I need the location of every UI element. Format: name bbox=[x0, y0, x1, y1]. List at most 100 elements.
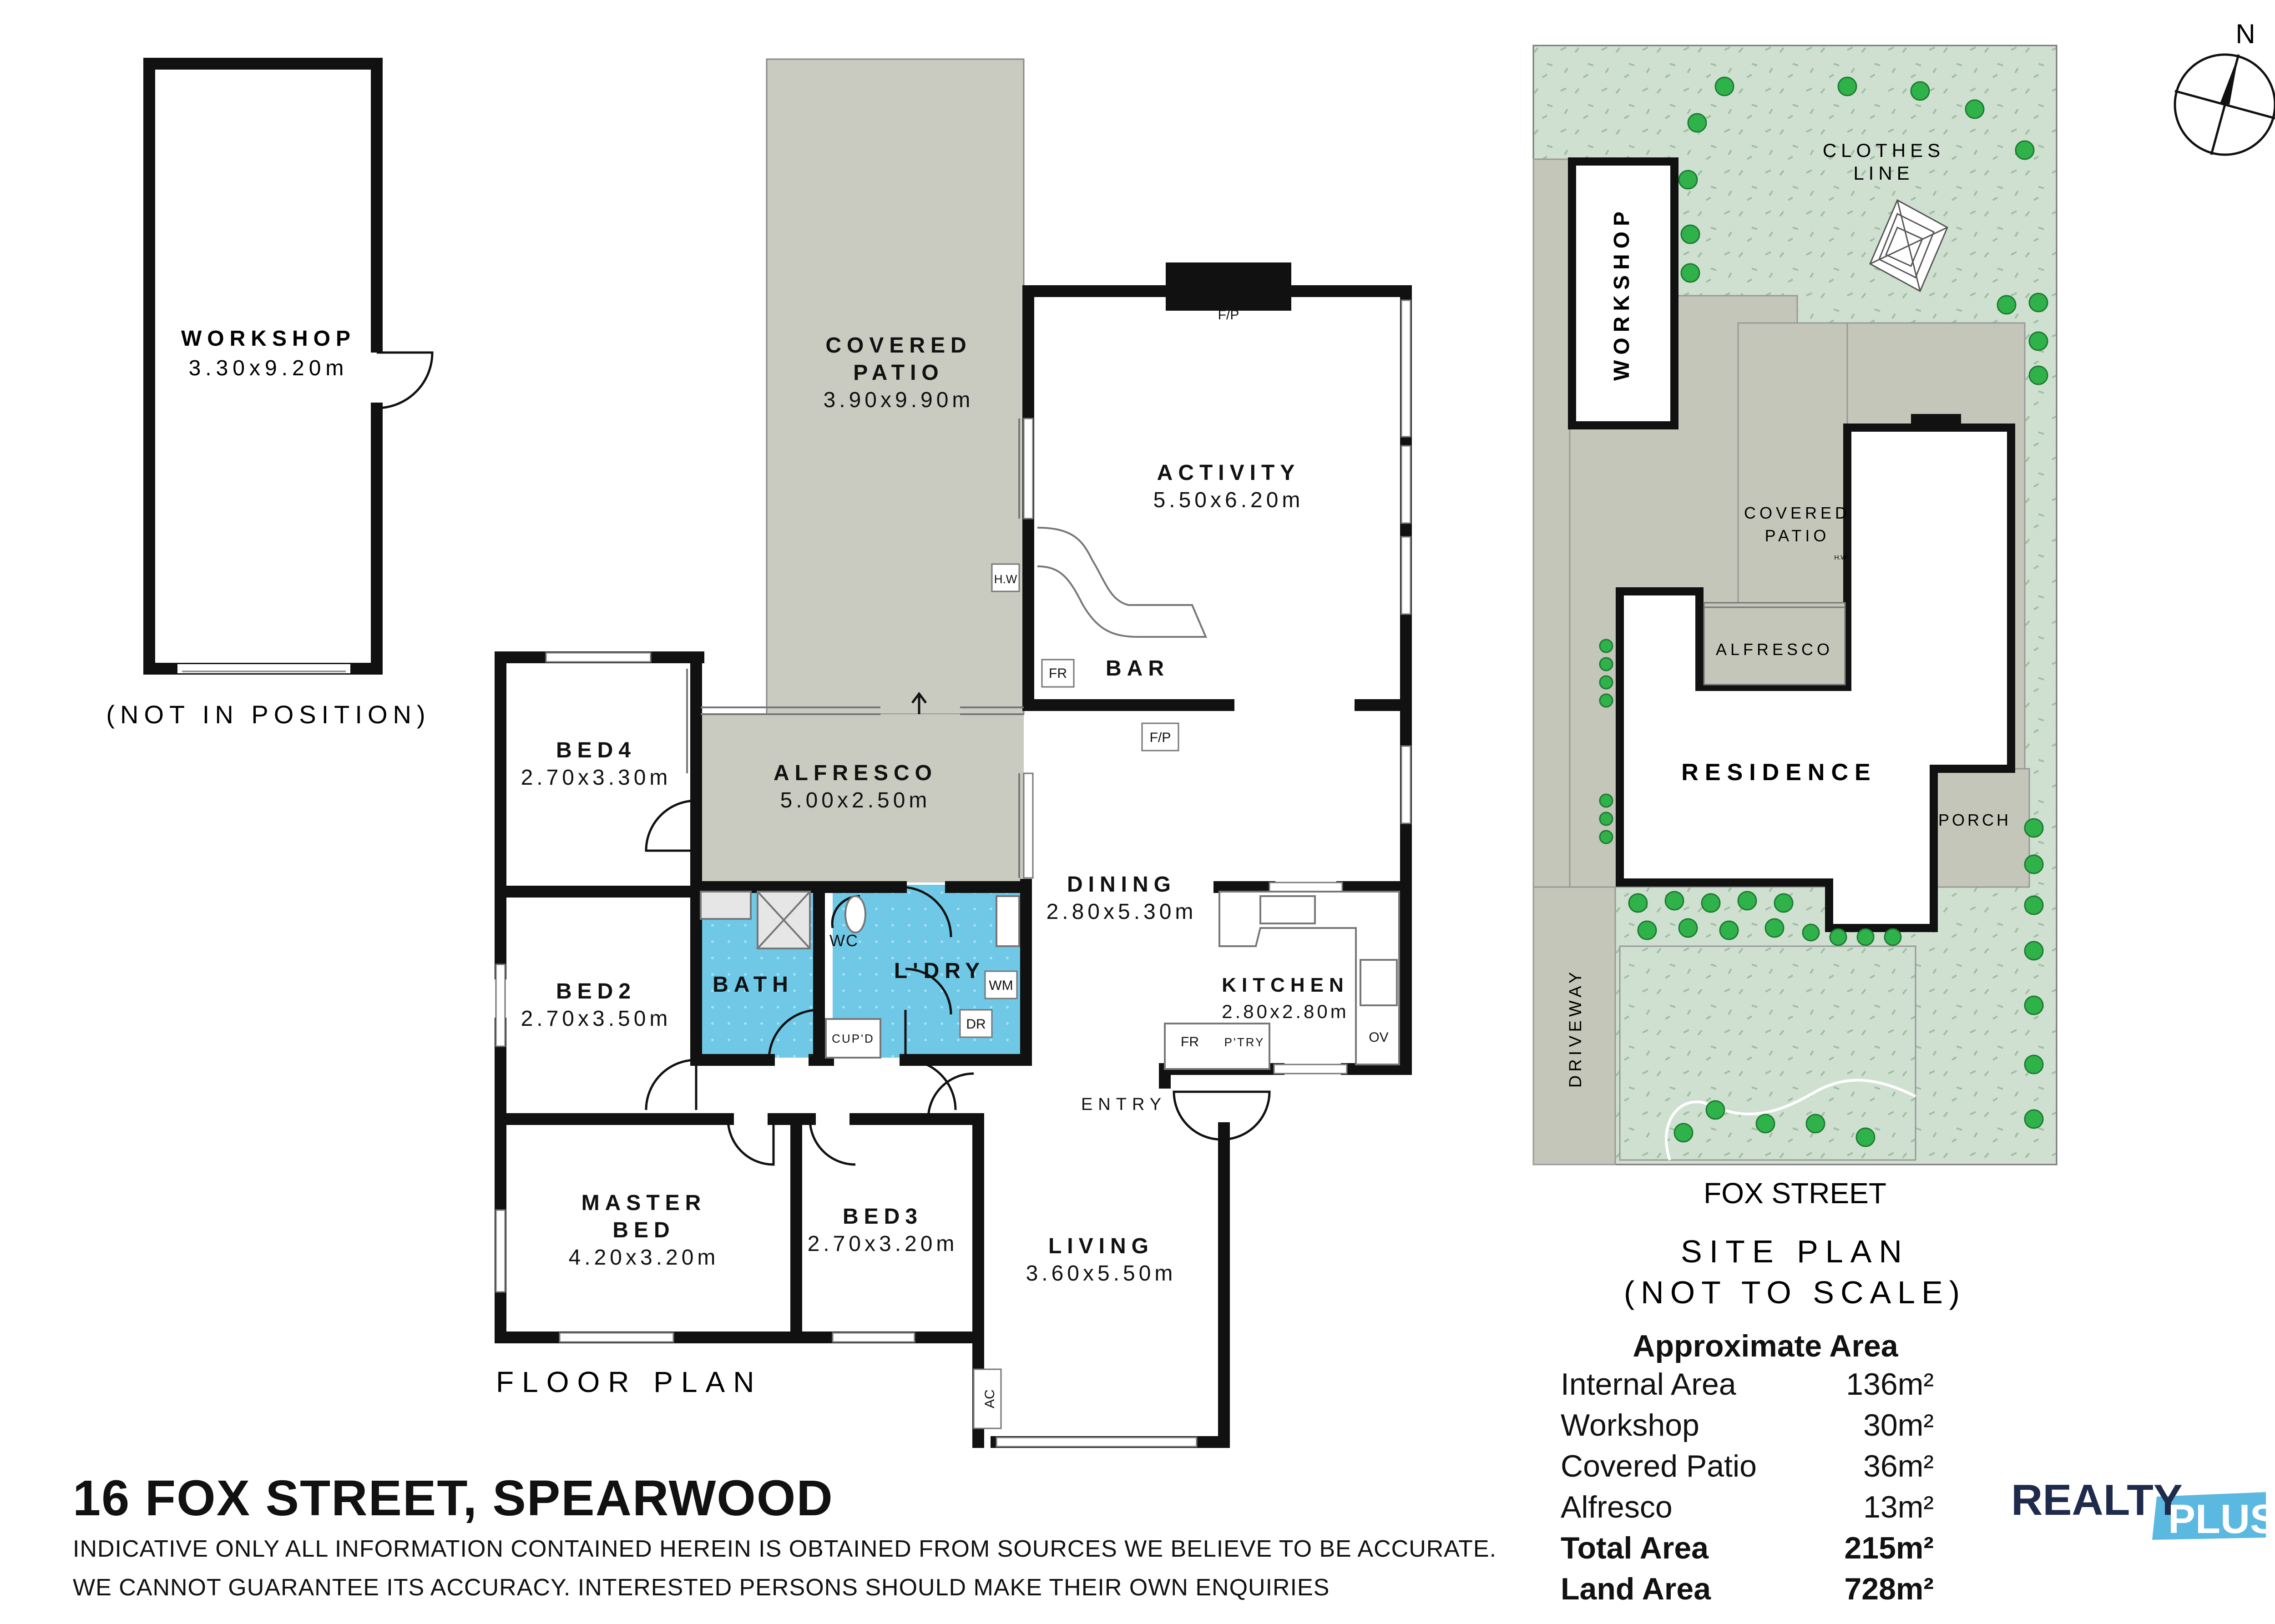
ac-label: AC bbox=[982, 1389, 997, 1408]
area-value: 36m² bbox=[1863, 1449, 1934, 1483]
bath-label: BATH bbox=[713, 973, 794, 997]
site-workshop-label: WORKSHOP bbox=[1610, 206, 1634, 381]
floor-plan-walls bbox=[495, 262, 1412, 1448]
wc-label: WC bbox=[829, 931, 859, 950]
clothes-line-label-1: CLOTHES bbox=[1823, 140, 1945, 161]
dryer-label: DR bbox=[966, 1017, 986, 1032]
disclaimer-line-2: WE CANNOT GUARANTEE ITS ACCURACY. INTERE… bbox=[73, 1574, 1330, 1601]
workshop-label: WORKSHOP bbox=[181, 327, 356, 351]
logo-word-plus: PLUS bbox=[2168, 1497, 2266, 1542]
area-value: 13m² bbox=[1863, 1490, 1934, 1524]
bar-fridge-label: FR bbox=[1049, 666, 1067, 681]
area-row: Workshop 30m² bbox=[1561, 1405, 1934, 1446]
activity-dims: 5.50x6.20m bbox=[1153, 488, 1304, 512]
kitchen-dims: 2.80x2.80m bbox=[1222, 1001, 1349, 1022]
site-alfresco bbox=[1703, 602, 1846, 686]
covered-patio-name-2: PATIO bbox=[853, 361, 944, 385]
site-covered-patio bbox=[1737, 322, 1848, 615]
north-compass: N bbox=[2174, 19, 2275, 156]
alfresco-name: ALFRESCO bbox=[774, 761, 937, 785]
site-plan-title: SITE PLAN bbox=[1681, 1234, 1909, 1269]
covered-patio-dims: 3.90x9.90m bbox=[824, 388, 974, 412]
covered-patio-area bbox=[766, 58, 1025, 715]
plan-drawing: WORKSHOP 3.30x9.20m (NOT IN POSITION) bbox=[106, 19, 2275, 1448]
dining-dims: 2.80x5.30m bbox=[1046, 900, 1197, 924]
site-covered-patio-2: PATIO bbox=[1765, 526, 1830, 545]
kitchen-name: KITCHEN bbox=[1222, 974, 1349, 996]
site-residence-label: RESIDENCE bbox=[1681, 759, 1876, 786]
bar-label: BAR bbox=[1106, 656, 1169, 681]
alfresco-area bbox=[696, 714, 1024, 883]
bed4-name: BED4 bbox=[556, 738, 636, 762]
patio-door-arrow bbox=[911, 691, 927, 714]
area-value: 136m² bbox=[1846, 1367, 1934, 1402]
bed3-dims: 2.70x3.20m bbox=[808, 1232, 958, 1256]
area-label: Covered Patio bbox=[1561, 1449, 1757, 1483]
area-heading: Approximate Area bbox=[1633, 1329, 1898, 1363]
area-value: 728m² bbox=[1844, 1572, 1934, 1606]
left-paving bbox=[1532, 158, 1571, 888]
laundry-trough bbox=[996, 895, 1020, 947]
living-name: LIVING bbox=[1048, 1234, 1154, 1258]
laundry-label: L'DRY bbox=[894, 959, 985, 983]
alfresco-dims: 5.00x2.50m bbox=[780, 788, 931, 812]
activity-name: ACTIVITY bbox=[1157, 461, 1300, 485]
living-dims: 3.60x5.50m bbox=[1026, 1261, 1177, 1286]
oven-label: OV bbox=[1369, 1030, 1388, 1045]
area-label: Workshop bbox=[1561, 1408, 1699, 1442]
workshop-dims: 3.30x9.20m bbox=[189, 356, 349, 380]
area-label: Land Area bbox=[1561, 1572, 1711, 1606]
site-covered-patio-1: COVERED bbox=[1744, 504, 1850, 522]
area-row: Covered Patio 36m² bbox=[1561, 1446, 1934, 1487]
site-alfresco-label: ALFRESCO bbox=[1716, 640, 1833, 659]
covered-patio-name-1: COVERED bbox=[825, 333, 971, 358]
logo-word-realty: REALTY bbox=[2011, 1476, 2183, 1524]
fireplace-dining-label: F/P bbox=[1150, 730, 1171, 745]
area-row-total: Total Area 215m² bbox=[1561, 1528, 1934, 1569]
site-residence bbox=[1616, 424, 2015, 932]
bar-counter bbox=[1037, 527, 1208, 638]
bed4-dims: 2.70x3.30m bbox=[521, 766, 672, 790]
area-row: Internal Area 136m² bbox=[1561, 1364, 1934, 1405]
cupboard-label: CUP'D bbox=[832, 1032, 875, 1045]
site-workshop bbox=[1568, 157, 1678, 429]
workshop-plan: WORKSHOP 3.30x9.20m (NOT IN POSITION) bbox=[106, 58, 434, 729]
kitchen-counters bbox=[1164, 891, 1400, 1070]
pantry-label: P'TRY bbox=[1224, 1035, 1265, 1049]
area-label: Internal Area bbox=[1561, 1367, 1736, 1402]
windows bbox=[495, 299, 1411, 1447]
clothes-line bbox=[1869, 199, 1948, 293]
area-value: 30m² bbox=[1863, 1408, 1934, 1442]
clothes-line-label-2: LINE bbox=[1853, 162, 1914, 184]
site-porch-label: PORCH bbox=[1938, 811, 2011, 829]
area-label: Total Area bbox=[1561, 1531, 1709, 1565]
area-summary: Approximate Area Internal Area 136m² Wor… bbox=[1561, 1328, 1934, 1609]
workshop-not-in-position: (NOT IN POSITION) bbox=[106, 700, 430, 729]
entry-label: ENTRY bbox=[1081, 1095, 1167, 1114]
area-row: Alfresco 13m² bbox=[1561, 1487, 1934, 1528]
compass-n-label: N bbox=[2235, 19, 2255, 49]
wm-label: WM bbox=[989, 978, 1013, 993]
master-bed-name-2: BED bbox=[612, 1218, 675, 1242]
toilet bbox=[844, 895, 866, 933]
area-row-land: Land Area 728m² bbox=[1561, 1569, 1934, 1609]
shrubs bbox=[1599, 76, 2048, 1147]
bed2-name: BED2 bbox=[556, 979, 636, 1004]
site-driveway-label: DRIVEWAY bbox=[1566, 968, 1585, 1088]
disclaimer-line-1: INDICATIVE ONLY ALL INFORMATION CONTAINE… bbox=[73, 1536, 1497, 1562]
site-hw-label: H.W bbox=[1834, 554, 1847, 561]
master-bed-dims: 4.20x3.20m bbox=[569, 1246, 719, 1270]
bed2-dims: 2.70x3.50m bbox=[521, 1007, 672, 1031]
floor-plan-title: FLOOR PLAN bbox=[496, 1366, 762, 1398]
site-street-label: FOX STREET bbox=[1704, 1177, 1886, 1210]
master-bed-name-1: MASTER bbox=[581, 1191, 707, 1215]
area-label: Alfresco bbox=[1561, 1490, 1673, 1524]
fireplace-top-label: F/P bbox=[1218, 308, 1239, 323]
realty-plus-logo: REALTY PLUS bbox=[2011, 1476, 2266, 1542]
area-value: 215m² bbox=[1844, 1531, 1934, 1565]
vanity bbox=[700, 891, 752, 920]
kitchen-fridge-label: FR bbox=[1181, 1034, 1199, 1049]
hw-label: H.W bbox=[994, 572, 1017, 586]
cupboard-box bbox=[825, 1018, 881, 1059]
property-address: 16 FOX STREET, SPEARWOOD bbox=[73, 1470, 834, 1526]
